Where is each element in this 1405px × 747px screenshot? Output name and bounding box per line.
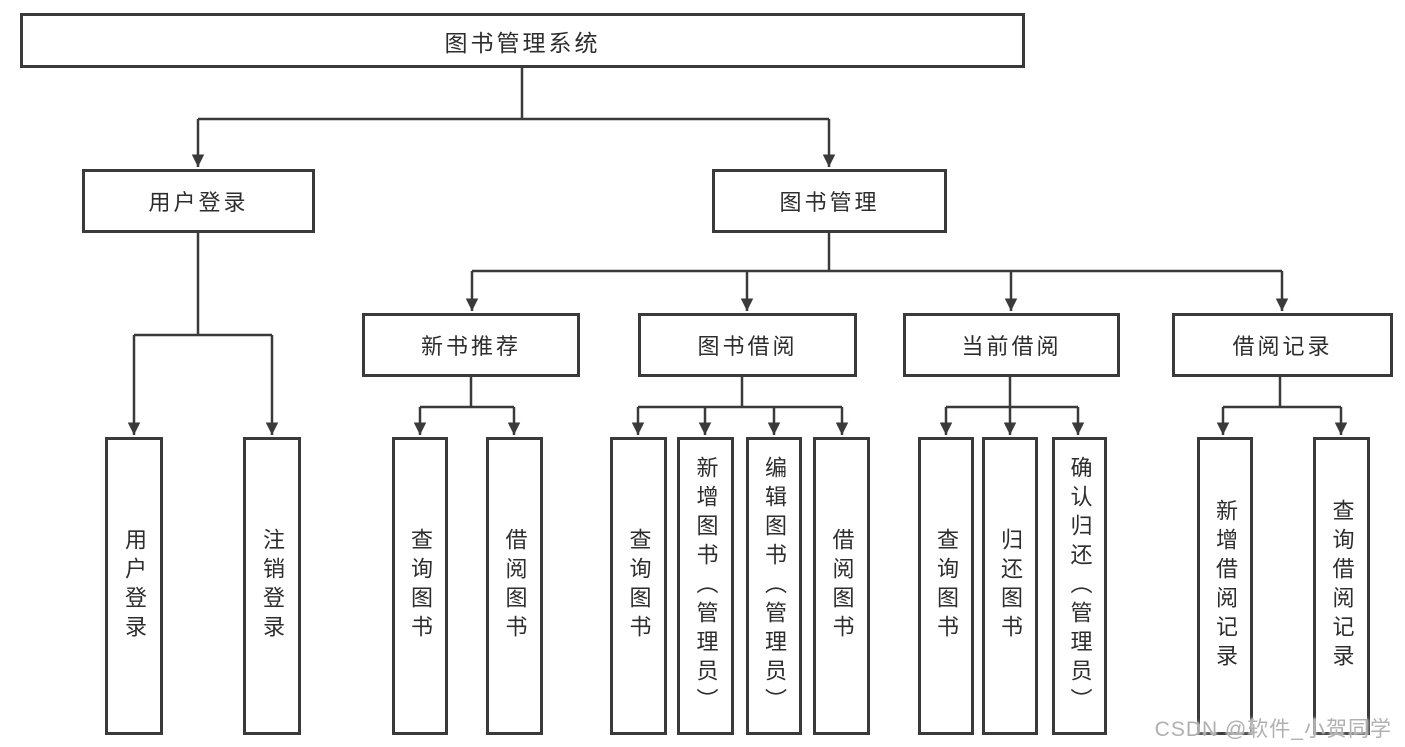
leaf-current-confirm-return-admin: 确认归还（管理员） [1052,437,1107,735]
node-book-borrowing: 图书借阅 [638,313,857,377]
leaf-logout: 注销登录 [243,437,301,735]
leaf-borrow-add-books-admin: 新增图书（管理员） [677,437,734,735]
leaf-records-add-record: 新增借阅记录 [1197,437,1253,735]
leaf-borrow-borrow-books: 借阅图书 [813,437,870,735]
leaf-records-query-record: 查询借阅记录 [1313,437,1370,735]
node-book-management: 图书管理 [712,169,947,233]
node-current-borrowing: 当前借阅 [903,313,1120,377]
node-user-login: 用户登录 [82,169,315,233]
leaf-newrec-query-books: 查询图书 [392,437,448,735]
leaf-newrec-borrow-books: 借阅图书 [486,437,543,735]
node-library-management-system: 图书管理系统 [20,13,1025,68]
leaf-current-query-books: 查询图书 [918,437,974,735]
leaf-borrow-query-books: 查询图书 [610,437,667,735]
leaf-current-return-books: 归还图书 [982,437,1038,735]
node-new-book-recommend: 新书推荐 [362,313,580,377]
csdn-watermark: CSDN @软件_小贺同学 [1154,718,1392,741]
node-borrowing-records: 借阅记录 [1172,313,1393,377]
leaf-user-login: 用户登录 [105,437,163,735]
leaf-borrow-edit-books-admin: 编辑图书（管理员） [746,437,802,735]
